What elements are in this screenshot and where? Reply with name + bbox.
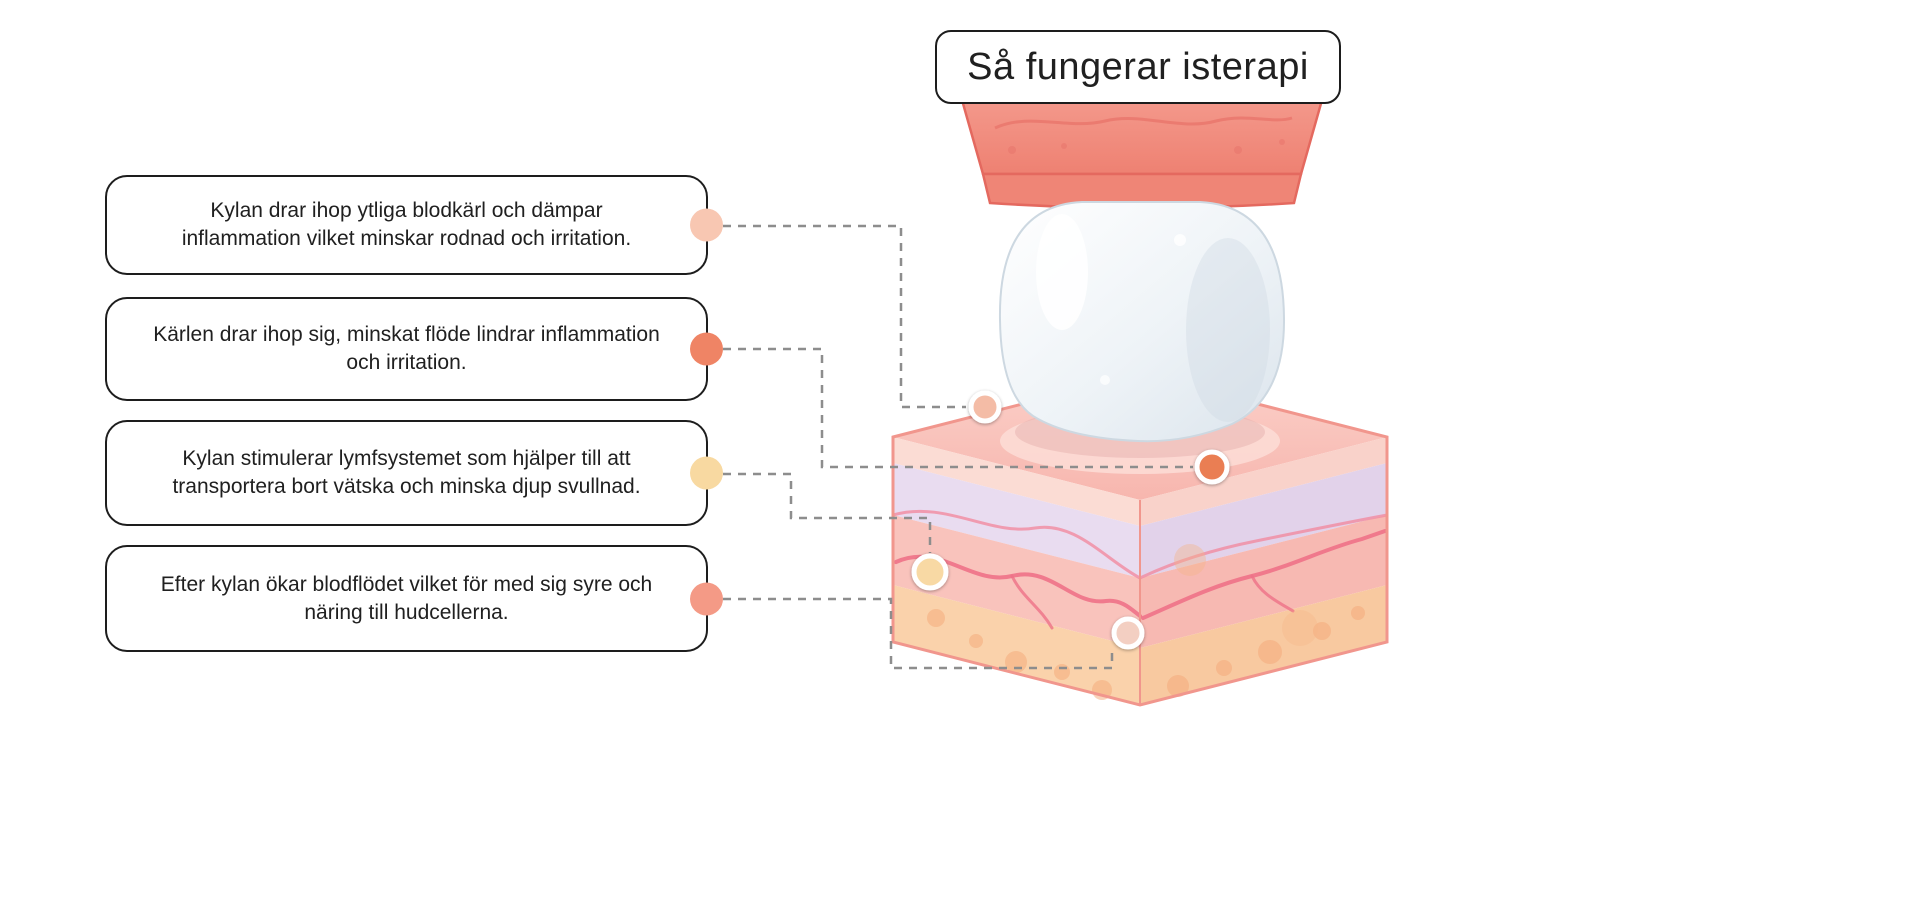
skin-layer-dermis-left xyxy=(893,463,1140,578)
ice-cube xyxy=(998,201,1286,458)
callout-2: Kärlen drar ihop sig, minskat flöde lind… xyxy=(105,297,723,401)
fat-cell xyxy=(1005,651,1027,673)
ice-sparkle xyxy=(1174,234,1186,246)
skin-layer-subcutis-left xyxy=(893,585,1140,705)
skin-marker-4 xyxy=(1111,616,1145,650)
connector-lines xyxy=(723,224,1193,670)
callout-text: Kylan drar ihop ytliga blodkärl och dämp… xyxy=(181,199,632,250)
ice-sparkle xyxy=(1100,375,1110,385)
blood-vessel-branch-left xyxy=(1010,574,1054,630)
dermis-wave-right xyxy=(1139,513,1388,580)
cap-dot xyxy=(1234,146,1242,154)
callout-dot-4 xyxy=(690,582,723,615)
connector-line-4 xyxy=(723,597,1114,670)
ice-shade xyxy=(1186,238,1270,422)
skin-layer-epidermis-left xyxy=(893,437,1140,526)
connector-line-1 xyxy=(723,224,966,409)
callout-3: Kylan stimulerar lymfsystemet som hjälpe… xyxy=(105,420,723,526)
skin-layer-dermis-right xyxy=(1140,463,1387,578)
callout-1: Kylan drar ihop ytliga blodkärl och dämp… xyxy=(105,175,723,275)
fat-cell xyxy=(927,609,945,627)
skin-marker-2 xyxy=(1194,449,1230,485)
fat-cell xyxy=(1216,660,1232,676)
skin-markers xyxy=(911,390,1230,650)
cap-dot xyxy=(1008,146,1016,154)
callout-dot-2 xyxy=(690,332,723,366)
fat-cell xyxy=(1313,622,1331,640)
fat-cell xyxy=(1167,675,1189,697)
blood-vessel-left xyxy=(894,554,1142,618)
callout-dot-3 xyxy=(690,456,723,490)
callout-4: Efter kylan ökar blodflödet vilket för m… xyxy=(105,545,723,652)
blood-vessel-branch-right xyxy=(1250,574,1295,613)
fat-cell xyxy=(1258,640,1282,664)
callout-text: Kylan stimulerar lymfsystemet som hjälpe… xyxy=(172,447,641,498)
skin-layer-deep-dermis-right xyxy=(1140,515,1387,648)
skin-layer-epidermis-right xyxy=(1140,437,1387,526)
fat-cell xyxy=(1174,544,1206,576)
callout-text: Kärlen drar ihop sig, minskat flöde lind… xyxy=(153,323,660,374)
fat-cell xyxy=(1351,606,1365,620)
dermis-wave-left xyxy=(892,509,1141,580)
fat-cell xyxy=(1282,610,1318,646)
roller-cap xyxy=(960,84,1324,210)
callout-dot-1 xyxy=(690,208,723,242)
title-box: Så fungerar isterapi xyxy=(935,30,1341,104)
skin-marker-1 xyxy=(968,390,1002,424)
connector-line-2 xyxy=(723,347,1193,469)
cap-wave-detail xyxy=(994,116,1293,130)
page-title: Så fungerar isterapi xyxy=(967,45,1309,88)
connector-line-3 xyxy=(723,472,932,553)
callout-text: Efter kylan ökar blodflödet vilket för m… xyxy=(160,572,653,624)
ice-highlight xyxy=(1036,214,1088,330)
fat-cell xyxy=(1054,664,1070,680)
cap-dot xyxy=(1279,139,1285,145)
skin-marker-3 xyxy=(911,553,949,591)
cap-dot xyxy=(1061,143,1067,149)
fat-cell xyxy=(969,634,983,648)
